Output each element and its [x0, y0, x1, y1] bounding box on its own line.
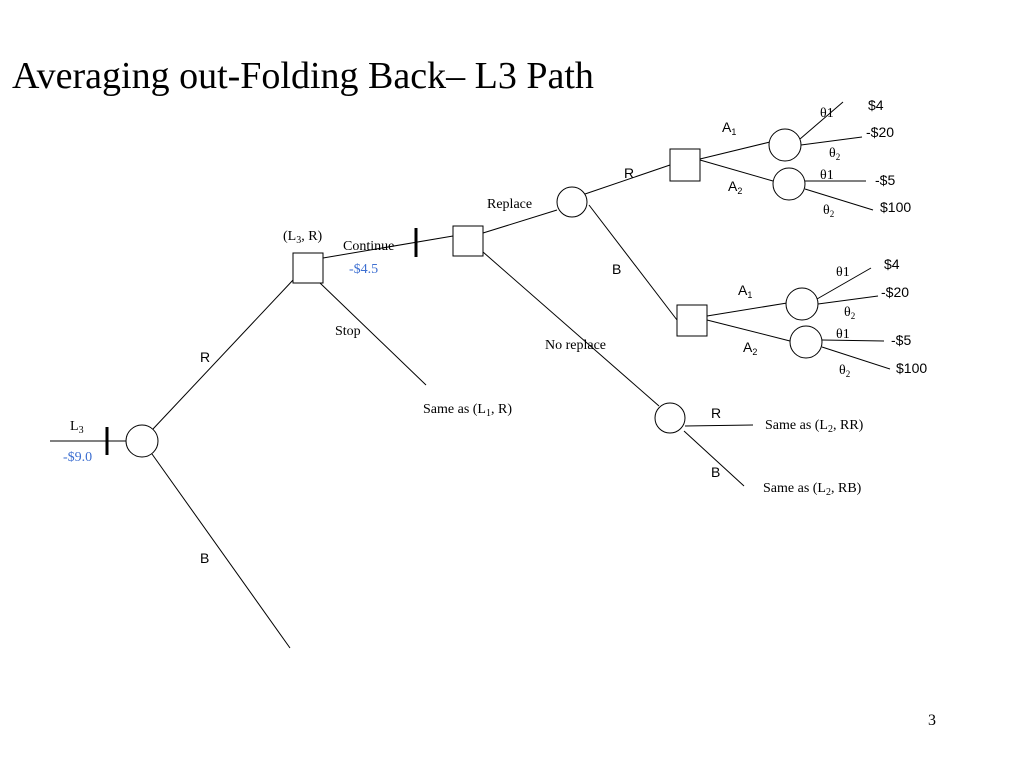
chance-node-upper-a1 [768, 128, 802, 162]
decision-node-continue [452, 225, 484, 257]
page-number: 3 [928, 712, 936, 729]
label-lower-theta2-a: θ2 [844, 305, 855, 321]
chance-node-lower-a1 [785, 287, 819, 321]
label-continue: Continue [343, 239, 394, 254]
label-upper-theta2-a: θ2 [829, 146, 840, 162]
branch-lower-a2 [706, 319, 791, 342]
l3-value: -$9.0 [63, 450, 92, 465]
decision-node-lower [676, 304, 708, 337]
branch-lower-a1 [706, 302, 788, 317]
chance-node-upper-a2 [772, 167, 806, 201]
label-lower-theta1-b: θ1 [836, 327, 850, 342]
decision-node-l3r [292, 252, 324, 284]
label-same-l2rb: Same as (L2, RB) [763, 481, 862, 498]
branch-upper-a2 [699, 159, 774, 182]
branch-root-b [151, 453, 291, 649]
branch-nr-r [684, 424, 754, 427]
payoff-upper-3: -$5 [875, 172, 895, 188]
branch-continue [322, 235, 454, 259]
branch-lower-a2-theta1 [821, 339, 885, 342]
chance-node-lower-a2 [789, 325, 823, 359]
label-top-b: B [612, 261, 621, 277]
label-root-r: R [200, 349, 210, 365]
payoff-lower-2: -$20 [881, 284, 909, 300]
label-nr-r: R [711, 405, 721, 421]
payoff-upper-4: $100 [880, 199, 911, 215]
label-nr-b: B [711, 464, 720, 480]
branch-lower-a1-theta2 [817, 295, 879, 305]
branch-lower-a1-theta1 [816, 267, 872, 300]
payoff-lower-4: $100 [896, 360, 927, 376]
branch-top-r [584, 164, 671, 195]
label-lower-theta1-a: θ1 [836, 265, 850, 280]
branch-upper-a1-theta2 [800, 136, 863, 146]
label-no-replace: No replace [545, 338, 606, 353]
label-upper-a2: A2 [728, 178, 742, 196]
payoff-upper-1: $4 [868, 97, 884, 113]
branch-root-r [152, 278, 295, 430]
label-same-l2rr: Same as (L2, RR) [765, 418, 864, 435]
branch-upper-a1-theta1 [799, 101, 844, 140]
payoff-lower-3: -$5 [891, 332, 911, 348]
label-lower-a2: A2 [743, 339, 757, 357]
label-lower-a1: A1 [738, 282, 752, 300]
branch-replace [482, 209, 558, 234]
branch-no-replace [482, 251, 660, 407]
continue-value: -$4.5 [349, 262, 378, 277]
branch-upper-a2-theta2 [804, 188, 874, 211]
label-root-b: B [200, 550, 209, 566]
label-l3: L3 [70, 419, 84, 436]
label-same-l1: Same as (L1, R) [423, 402, 512, 419]
branch-stop [319, 282, 427, 386]
chance-node-root [125, 424, 159, 458]
branch-lower-a2-theta2 [821, 346, 891, 370]
payoff-upper-2: -$20 [866, 124, 894, 140]
chance-node-no-replace [654, 402, 686, 434]
label-l3r-node: (L3, R) [283, 229, 323, 246]
label-upper-theta1-a: θ1 [820, 106, 834, 121]
label-stop: Stop [335, 324, 361, 339]
label-upper-theta1-b: θ1 [820, 168, 834, 183]
label-top-r: R [624, 165, 634, 181]
branch-upper-a1 [699, 141, 771, 160]
payoff-lower-1: $4 [884, 256, 900, 272]
label-replace: Replace [487, 197, 532, 212]
chance-node-replace [556, 186, 588, 218]
label-upper-theta2-b: θ2 [823, 203, 834, 219]
branch-nr-b [683, 430, 745, 487]
label-upper-a1: A1 [722, 119, 736, 137]
decision-node-upper [669, 148, 701, 182]
branch-top-b [588, 204, 678, 321]
label-lower-theta2-b: θ2 [839, 363, 850, 379]
slide-title: Averaging out-Folding Back– L3 Path [12, 55, 594, 97]
